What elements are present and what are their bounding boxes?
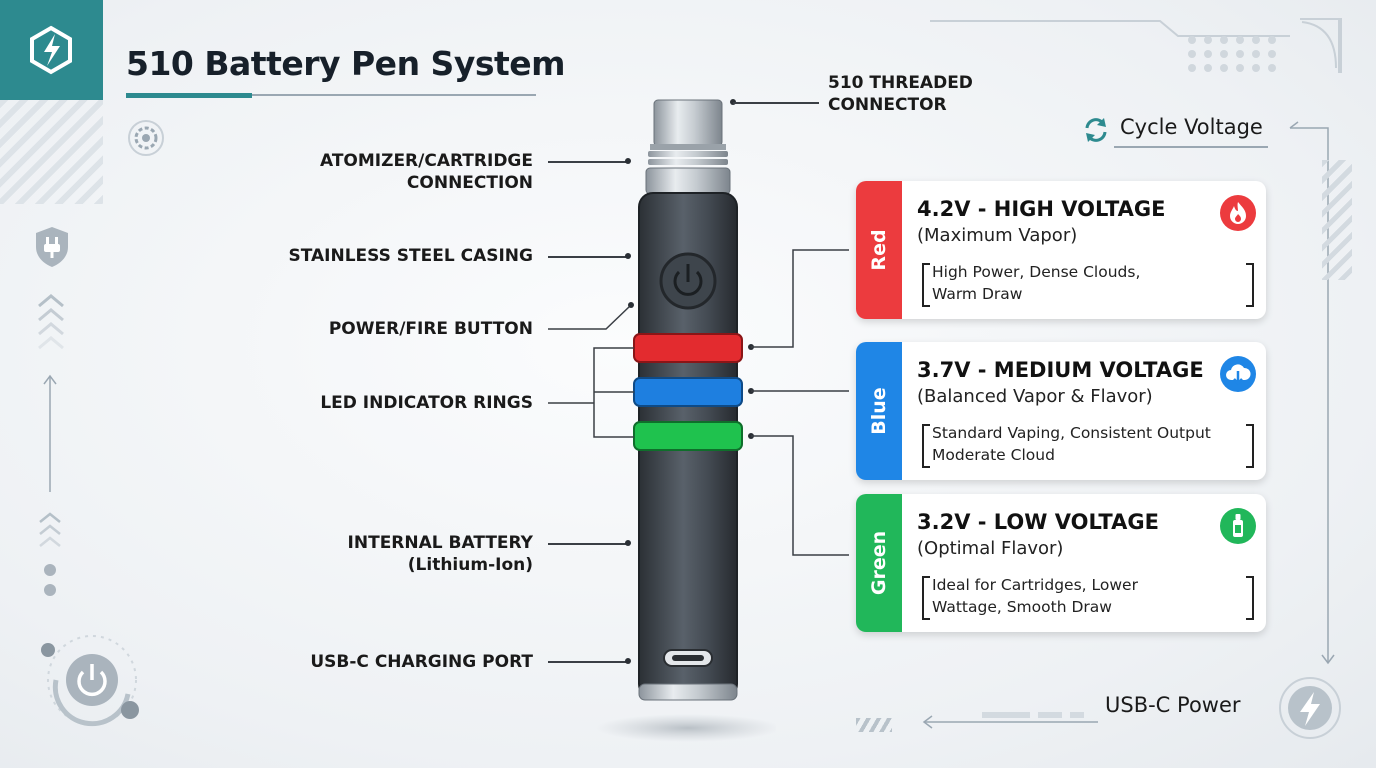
led-ring-blue — [633, 377, 743, 407]
title-underline-accent — [126, 93, 252, 98]
card-description: Ideal for Cartridges, Lower Wattage, Smo… — [932, 576, 1138, 616]
leader-dot — [625, 253, 631, 259]
logo-tile — [0, 0, 103, 100]
bracket-right — [1246, 263, 1254, 307]
leader-atomizer — [548, 161, 628, 163]
leader-button — [548, 302, 634, 330]
usb-power-arrow — [922, 712, 1098, 729]
voltage-card-red: Red 4.2V - HIGH VOLTAGE (Maximum Vapor) … — [856, 181, 1266, 319]
leader-dot — [625, 158, 631, 164]
cycle-voltage-label[interactable]: Cycle Voltage — [1120, 115, 1263, 139]
battery-pen-illustration — [596, 99, 776, 742]
leader-connector — [733, 102, 819, 104]
leader-dot — [625, 658, 631, 664]
bracket-left — [922, 424, 930, 468]
decorative-hatch — [856, 718, 892, 732]
refresh-icon[interactable] — [1082, 116, 1110, 144]
connector-tip — [653, 99, 723, 147]
flame-icon — [1220, 195, 1256, 231]
bracket-right — [1246, 424, 1254, 468]
lightning-shield-icon — [30, 25, 72, 75]
callout-port: USB-C CHARGING PORT — [310, 652, 533, 672]
chevron-up-stack-icon — [38, 294, 64, 350]
card-color-label: Green — [868, 530, 890, 596]
card-heading: 3.7V - MEDIUM VOLTAGE — [917, 358, 1204, 382]
card-heading: 4.2V - HIGH VOLTAGE — [917, 197, 1166, 221]
card-heading: 3.2V - LOW VOLTAGE — [917, 510, 1159, 534]
callout-battery: INTERNAL BATTERY (Lithium-Ion) — [347, 533, 533, 575]
pen-shadow — [596, 714, 776, 742]
card-subheading: (Maximum Vapor) — [917, 225, 1078, 246]
callout-casing: STAINLESS STEEL CASING — [288, 246, 533, 266]
arrow-up-line — [43, 374, 57, 492]
voltage-card-blue: Blue 3.7V - MEDIUM VOLTAGE (Balanced Vap… — [856, 342, 1266, 480]
card-description: High Power, Dense Clouds, Warm Draw — [932, 263, 1141, 303]
decorative-stripes — [0, 100, 103, 204]
callout-connector: 510 THREADED CONNECTOR — [828, 73, 973, 115]
led-ring-red — [633, 333, 743, 363]
callout-led: LED INDICATOR RINGS — [320, 393, 533, 413]
bracket-left — [922, 263, 930, 307]
led-ring-green — [633, 421, 743, 451]
decorative-corner — [930, 18, 1342, 73]
power-icon — [41, 635, 139, 727]
callout-atomizer: ATOMIZER/CARTRIDGE CONNECTION — [319, 151, 533, 193]
card-color-tab: Green — [856, 494, 902, 632]
lightning-icon — [1279, 677, 1341, 739]
card-subheading: (Optimal Flavor) — [917, 538, 1064, 559]
decorative-stripes-right — [1322, 160, 1352, 280]
leader-port — [548, 661, 628, 663]
card-subheading: (Balanced Vapor & Flavor) — [917, 386, 1153, 407]
callout-button: POWER/FIRE BUTTON — [328, 319, 533, 339]
bracket-right — [1246, 576, 1254, 620]
cycle-underline — [1114, 146, 1268, 148]
atomizer-collar — [645, 167, 731, 195]
gear-icon — [128, 120, 164, 156]
voltage-card-green: Green 3.2V - LOW VOLTAGE (Optimal Flavor… — [856, 494, 1266, 632]
bracket-left — [922, 576, 930, 620]
leader-led — [548, 347, 634, 438]
cycle-arrow-path — [1289, 121, 1335, 665]
card-description: Standard Vaping, Consistent Output Moder… — [932, 424, 1211, 464]
card-color-label: Blue — [868, 387, 890, 435]
chevron-dots-icon — [39, 512, 61, 596]
card-color-tab: Blue — [856, 342, 902, 480]
card-color-tab: Red — [856, 181, 902, 319]
page-title: 510 Battery Pen System — [126, 44, 566, 83]
title-underline — [126, 94, 536, 96]
pen-base-cap — [638, 683, 738, 701]
card-color-label: Red — [868, 229, 890, 271]
cartridge-icon — [1220, 508, 1256, 544]
plug-shield-icon — [36, 227, 68, 267]
leader-casing — [548, 256, 628, 258]
cloud-download-icon — [1220, 356, 1256, 392]
leader-battery — [548, 543, 628, 545]
leader-dot — [625, 540, 631, 546]
ring-card-connectors — [748, 249, 849, 556]
usb-power-label: USB-C Power — [1105, 693, 1241, 717]
